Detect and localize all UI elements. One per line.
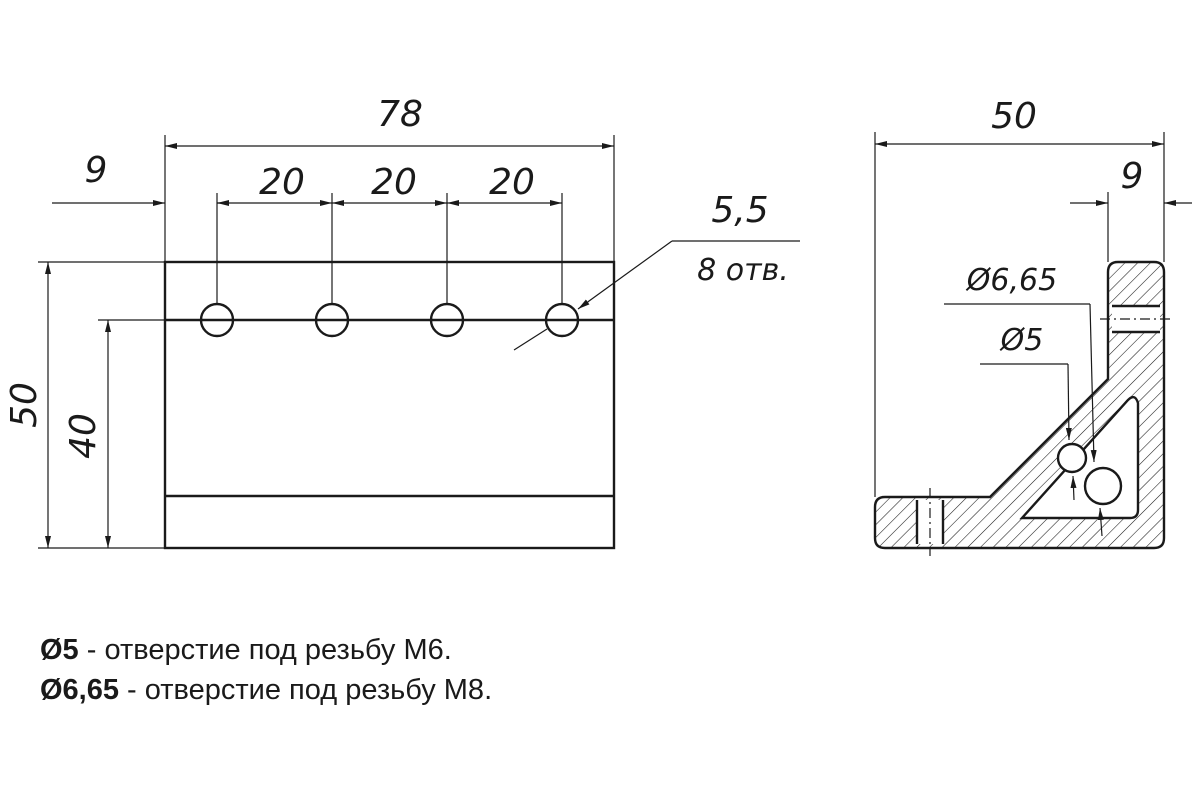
leader-line-large-hole [1097,507,1104,537]
small-hole-diameter-label: Ø5 [999,323,1044,358]
legend-line-m6: Ø5 - отверстие под резьбу М6. [40,634,452,667]
dimension-side-offset: 9 [1121,156,1144,197]
dimension-edge-offset: 9 [85,150,108,191]
side-view-hole-large [1083,466,1123,506]
hole-diameter-label: 5,5 [711,190,768,231]
dimension-overall-width: 78 [377,94,423,135]
side-view-hole-small [1056,442,1088,474]
leader-line-hole-diameter [577,240,673,310]
legend-symbol: Ø5 [40,634,79,666]
legend-symbol: Ø6,65 [40,674,119,706]
side-view: 50 9 Ø6,65 Ø5 [873,96,1192,556]
legend-text: - отверстие под резьбу М6. [78,634,452,666]
front-view: 78 9 20 20 20 50 40 5,5 8 отв. [4,94,800,550]
dimension-hole-pitch: 20 [489,162,535,203]
hole-count-label: 8 отв. [697,253,789,288]
leader-line-hole-diameter [513,328,548,351]
leader-line-small-hole [1065,363,1072,441]
dimension-side-width: 50 [991,96,1037,137]
leader-line-small-hole [1070,475,1077,501]
dimension-hole-pitch: 20 [259,162,305,203]
dimension-overall-height: 50 [4,382,45,428]
legend-line-m8: Ø6,65 - отверстие под резьбу М8. [40,674,492,707]
legend-text: - отверстие под резьбу М8. [119,674,493,706]
dimension-hole-pitch: 20 [371,162,417,203]
dimension-hole-height: 40 [63,413,104,459]
leader-line-large-hole [1089,303,1097,463]
front-view-body [163,260,616,550]
large-hole-diameter-label: Ø6,65 [965,263,1057,298]
